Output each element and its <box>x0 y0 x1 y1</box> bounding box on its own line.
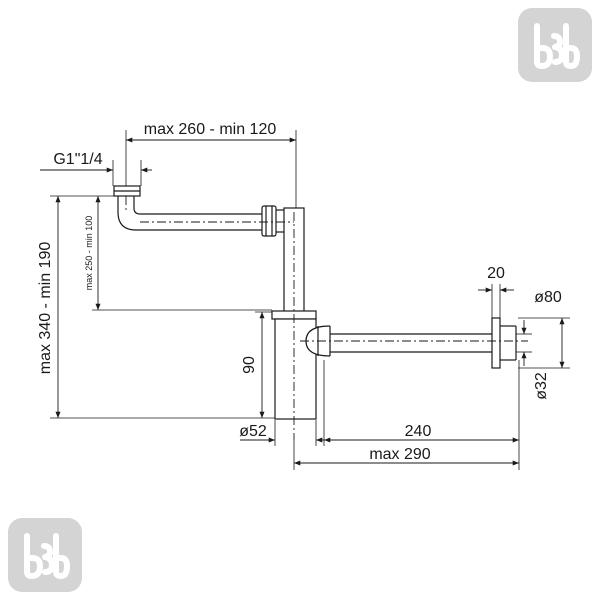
label-flange-diameter: ø80 <box>534 289 562 306</box>
label-outlet-max: max 290 <box>369 446 430 463</box>
wall-flange-rosette <box>491 317 501 369</box>
arm-coupling-nut <box>261 205 277 237</box>
dimension-lines <box>40 137 565 466</box>
brand-logo-bottom <box>8 518 82 592</box>
siphon-body <box>113 185 517 420</box>
dimension-labels: max 260 - min 120 G1"1/4 max 340 - min 1… <box>37 121 562 463</box>
brand-logo-top <box>518 8 592 82</box>
label-horizontal-arm: max 260 - min 120 <box>144 121 277 138</box>
label-vertical-adjust: max 250 - min 100 <box>84 216 94 291</box>
center-lines <box>125 196 528 440</box>
label-outlet-length: 240 <box>405 423 432 440</box>
bb-logo-icon <box>24 533 70 579</box>
label-cup-height: 90 <box>241 356 258 374</box>
bb-logo-icon <box>534 23 580 69</box>
label-inlet-thread: G1"1/4 <box>53 151 102 168</box>
inlet-elbow <box>117 196 262 231</box>
label-total-height: max 340 - min 190 <box>37 242 54 375</box>
label-flange-width: 20 <box>487 265 505 282</box>
label-outlet-diameter: ø32 <box>533 372 550 400</box>
label-cup-diameter: ø52 <box>239 423 267 440</box>
